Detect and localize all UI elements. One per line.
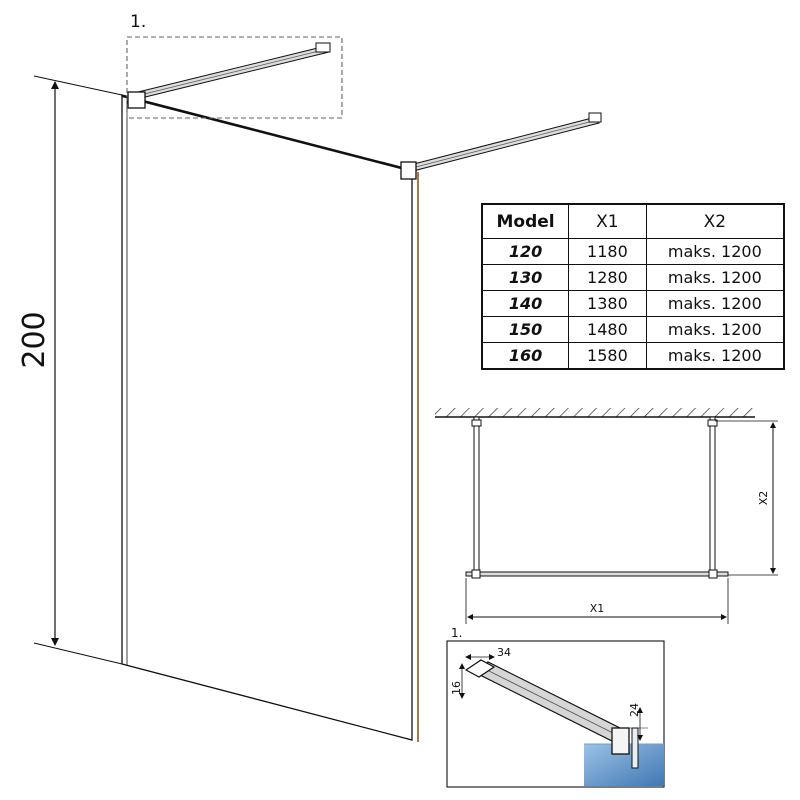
- cell-x1: 1480: [568, 316, 647, 343]
- detail-clamp: [611, 727, 630, 755]
- dim16-label: 16: [450, 681, 463, 695]
- height-extension-bottom: [33, 642, 123, 665]
- plan-post-left: [473, 416, 480, 576]
- support-bar-right: [409, 112, 602, 172]
- cell-model: 120: [481, 238, 570, 265]
- plan-glass: [465, 571, 729, 577]
- detail-inset-label: 1.: [451, 626, 462, 640]
- x1-label: X1: [590, 602, 605, 615]
- detail-callout-label: 1.: [130, 12, 146, 32]
- clamp-left: [127, 91, 146, 109]
- detail-glass: [631, 727, 639, 769]
- header-model: Model: [481, 203, 570, 239]
- glass-panel: [121, 94, 413, 741]
- header-x2: X2: [645, 203, 785, 239]
- table-row: 120 1180 maks. 1200: [481, 238, 785, 265]
- cell-model: 160: [481, 342, 570, 370]
- detail-wall: [584, 744, 664, 786]
- cell-x2: maks. 1200: [645, 238, 785, 265]
- cell-x1: 1380: [568, 290, 647, 317]
- plan-post-right: [709, 416, 716, 576]
- table-row: 150 1480 maks. 1200: [481, 316, 785, 343]
- ceiling-hatch: [435, 408, 755, 417]
- cell-model: 140: [481, 290, 570, 317]
- cell-x2: maks. 1200: [645, 316, 785, 343]
- plan-clamp-right: [708, 569, 718, 579]
- cell-x1: 1580: [568, 342, 647, 370]
- plan-bracket-right: [707, 419, 718, 427]
- panel-top-profile: [121, 95, 413, 172]
- table-row: 130 1280 maks. 1200: [481, 264, 785, 291]
- detail-callout-box: [126, 36, 343, 119]
- table-row: 140 1380 maks. 1200: [481, 290, 785, 317]
- table-row: 160 1580 maks. 1200: [481, 342, 785, 370]
- detail-end-cap: [464, 659, 496, 678]
- cell-x1: 1180: [568, 238, 647, 265]
- cell-model: 130: [481, 264, 570, 291]
- cell-x1: 1280: [568, 264, 647, 291]
- cell-x2: maks. 1200: [645, 342, 785, 370]
- spec-table: Model X1 X2 120 1180 maks. 1200 130 1280…: [481, 203, 785, 370]
- cell-x2: maks. 1200: [645, 290, 785, 317]
- cell-x2: maks. 1200: [645, 264, 785, 291]
- dim34-label: 34: [497, 646, 511, 659]
- height-label: 200: [17, 311, 52, 368]
- main-view: 200 1.: [17, 12, 602, 742]
- table-header-row: Model X1 X2: [481, 203, 785, 239]
- plan-clamp-left: [471, 569, 481, 579]
- height-extension-top: [33, 75, 123, 96]
- x2-label: X2: [757, 491, 770, 506]
- detail-inset: 1. 34 16 24: [446, 626, 665, 788]
- plan-view: X2 X1: [435, 408, 778, 624]
- plan-bracket-left: [471, 419, 482, 427]
- clamp-right: [400, 161, 417, 180]
- cell-model: 150: [481, 316, 570, 343]
- support-bar-left: [133, 42, 331, 100]
- dim24-label: 24: [628, 703, 641, 717]
- header-x1: X1: [568, 203, 647, 239]
- detail-bar-ridge: [480, 666, 622, 738]
